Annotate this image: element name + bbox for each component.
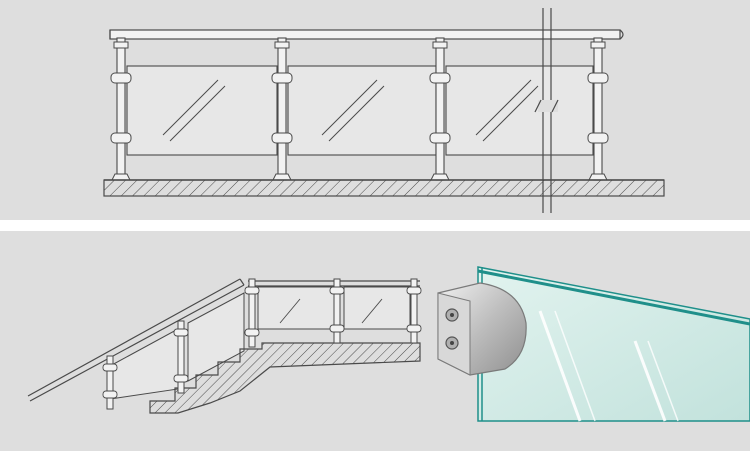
stair-post-5 [406, 278, 422, 344]
glass-panel-1 [126, 65, 278, 156]
break-symbol-icon [534, 99, 559, 113]
landing-glass-panels [248, 280, 420, 330]
stair-post-1 [102, 355, 118, 410]
railing-post-3 [429, 37, 451, 181]
stair-railing-drawing [0, 231, 750, 451]
railing-posts [110, 37, 609, 181]
glass-panels [126, 65, 594, 156]
stair-posts [102, 278, 422, 410]
glass-panel-3 [445, 65, 594, 156]
hatched-floor-slab-icon [103, 179, 665, 197]
stair-post-3 [244, 278, 260, 348]
stair-railing-panel [0, 231, 750, 451]
vertical-pipe [534, 8, 559, 213]
flat-railing-panel [0, 0, 750, 220]
handrail [109, 29, 624, 40]
stair-post-2 [173, 320, 189, 394]
stair-steps [149, 342, 421, 414]
railing-post-4 [587, 37, 609, 181]
flat-railing-drawing [0, 0, 750, 220]
railing-post-2 [271, 37, 293, 181]
sloped-handrail [27, 278, 245, 402]
glass-clamp-icon [437, 282, 527, 376]
glass-panel-2 [287, 65, 437, 156]
stair-post-4 [329, 278, 345, 344]
glass-clamp-detail [437, 266, 750, 422]
